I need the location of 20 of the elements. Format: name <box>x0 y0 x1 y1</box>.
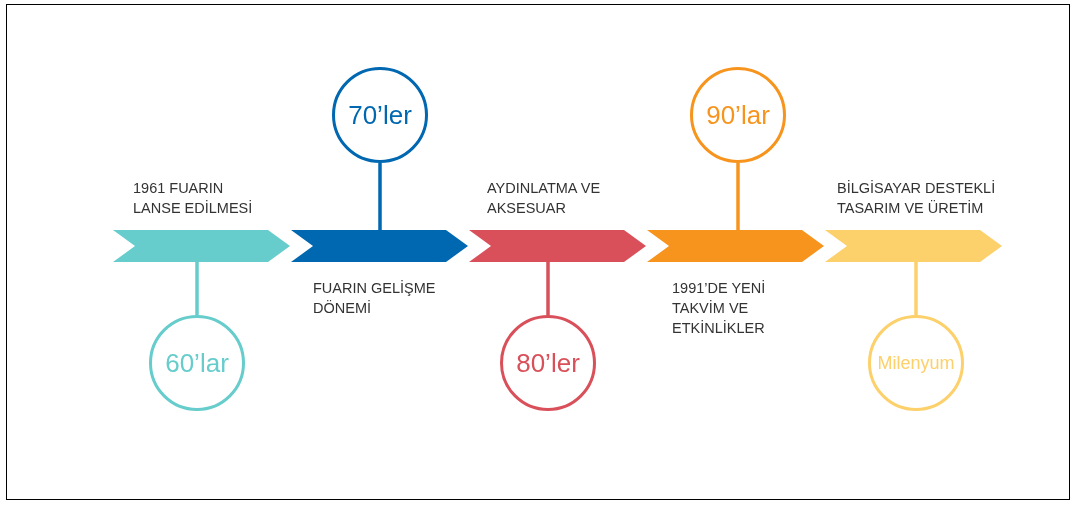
milestone-text: 1961 FUARIN LANSE EDİLMESİ <box>133 179 254 218</box>
connector-line <box>914 262 918 315</box>
connector-line <box>546 262 550 315</box>
decade-label: 80’ler <box>516 347 580 379</box>
timeline-segment <box>825 230 1002 262</box>
connector-line <box>378 163 382 230</box>
connector-line <box>736 163 740 230</box>
decade-label: Milenyum <box>877 352 955 374</box>
milestone-text: BİLGİSAYAR DESTEKLİ TASARIM VE ÜRETİM <box>837 179 997 218</box>
decade-label: 90’lar <box>706 99 770 131</box>
timeline-segment <box>647 230 824 262</box>
milestone-text: 1991’DE YENİ TAKVİM VE ETKİNLİKLER <box>672 279 767 338</box>
timeline-segment <box>469 230 646 262</box>
timeline-segment <box>291 230 468 262</box>
timeline-segment <box>113 230 290 262</box>
decade-label: 60’lar <box>165 347 229 379</box>
connector-line <box>195 262 199 315</box>
milestone-text: AYDINLATMA VE AKSESUAR <box>487 179 602 218</box>
decade-label: 70’ler <box>348 99 412 131</box>
milestone-text: FUARIN GELİŞME DÖNEMİ <box>313 279 437 318</box>
